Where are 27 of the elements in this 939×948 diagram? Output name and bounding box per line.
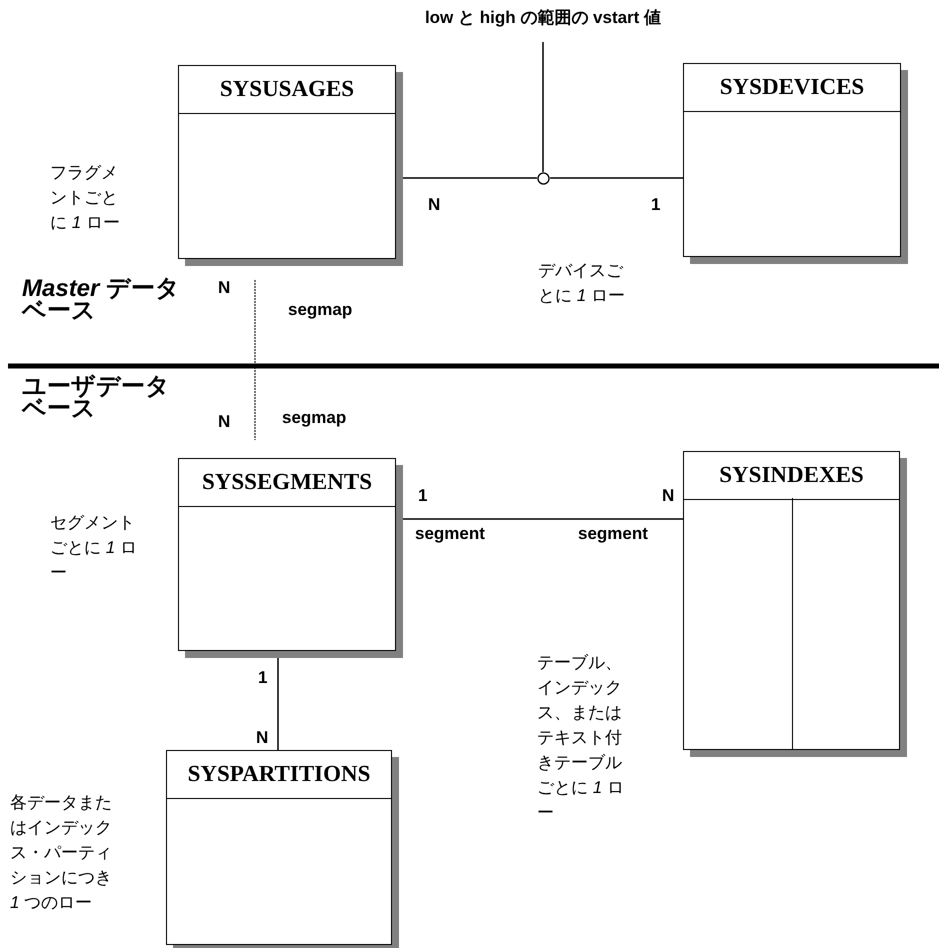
table-name: SYSINDEXES bbox=[684, 452, 899, 500]
relationship-line bbox=[550, 177, 683, 179]
field-label: segment bbox=[415, 524, 485, 544]
row-note: テーブル、インデックス、またはテキスト付きテーブルごとに 1 ロー bbox=[537, 652, 625, 824]
cardinality-label: N bbox=[218, 278, 230, 298]
row-note: デバイスごとに 1 ロー bbox=[538, 260, 626, 307]
field-label: segmap bbox=[282, 408, 346, 428]
section-label: ユーザデータベース bbox=[22, 376, 171, 420]
cardinality-label: N bbox=[218, 412, 230, 432]
table-name: SYSSEGMENTS bbox=[179, 459, 395, 507]
row-note: セグメントごとに 1 ロー bbox=[50, 512, 138, 584]
row-note: フラグメントごとに 1 ロー bbox=[50, 162, 121, 234]
table-name: SYSDEVICES bbox=[684, 64, 900, 112]
leader-line bbox=[542, 42, 544, 172]
cardinality-label: 1 bbox=[651, 195, 660, 215]
section-label: Master データベース bbox=[22, 278, 182, 322]
cardinality-label: N bbox=[662, 486, 674, 506]
table-name: SYSUSAGES bbox=[179, 66, 395, 114]
table-name: SYSPARTITIONS bbox=[167, 751, 391, 799]
cardinality-label: N bbox=[256, 728, 268, 748]
cardinality-label: N bbox=[428, 195, 440, 215]
row-note: 各データまたはインデックス・パーティションにつき 1 つのロー bbox=[10, 792, 113, 914]
field-label: segmap bbox=[288, 300, 352, 320]
annotation-text: low と high の範囲の vstart 値 bbox=[393, 8, 693, 28]
cardinality-label: 1 bbox=[418, 486, 428, 506]
field-label: segment bbox=[578, 524, 648, 544]
cardinality-label: 1 bbox=[258, 668, 268, 688]
